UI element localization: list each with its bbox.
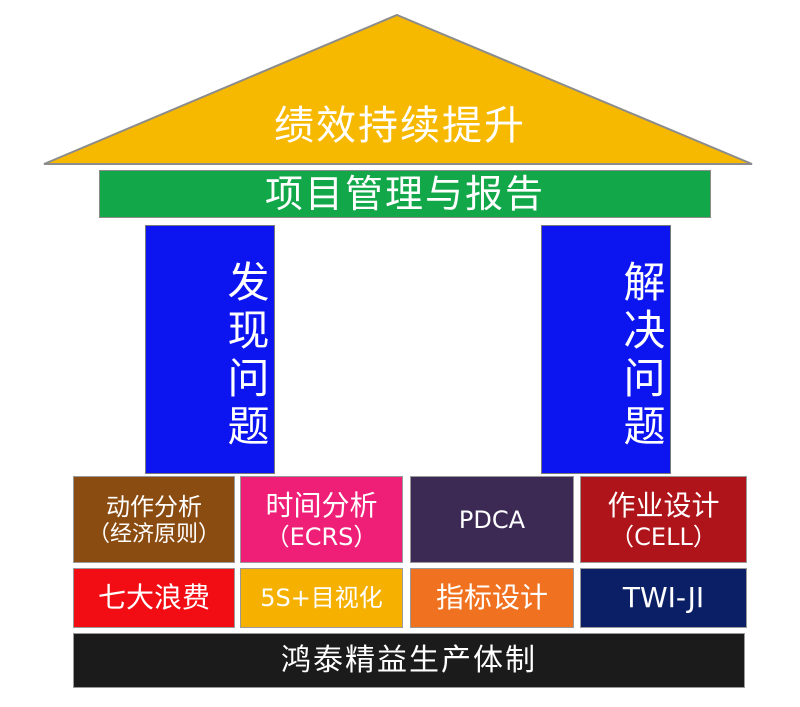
block-title: 时间分析: [265, 488, 378, 522]
block-subtitle: （CELL）: [610, 522, 717, 551]
block-seven-wastes: 七大浪费: [73, 568, 235, 628]
block-motion-analysis: 动作分析 （经济原则）: [73, 476, 235, 563]
block-title: 作业设计: [607, 488, 720, 522]
block-title: 动作分析: [106, 492, 202, 521]
block-pdca: PDCA: [410, 476, 574, 563]
roof-triangle: [43, 13, 753, 165]
block-twi-ji: TWI-JI: [580, 568, 747, 628]
base-foundation: 鸿泰精益生产体制: [73, 633, 745, 688]
block-title: TWI-JI: [622, 581, 705, 614]
block-5s-visual: 5S+目视化: [240, 568, 403, 628]
block-time-analysis: 时间分析 （ECRS）: [240, 476, 403, 563]
block-title: PDCA: [458, 505, 526, 534]
block-subtitle: （经济原则）: [87, 521, 220, 547]
pillar-find-problems: 发现问题: [145, 225, 275, 474]
roof-title: 绩效持续提升: [274, 103, 526, 149]
block-title: 5S+目视化: [260, 584, 383, 612]
block-title: 指标设计: [435, 581, 548, 614]
beam-project-management: 项目管理与报告: [99, 170, 711, 218]
block-subtitle: （ECRS）: [265, 522, 378, 551]
block-work-design: 作业设计 （CELL）: [580, 476, 747, 563]
pillar-solve-problems: 解决问题: [541, 225, 671, 474]
block-title: 七大浪费: [97, 581, 210, 614]
roof: [43, 13, 753, 165]
block-kpi-design: 指标设计: [410, 568, 574, 628]
